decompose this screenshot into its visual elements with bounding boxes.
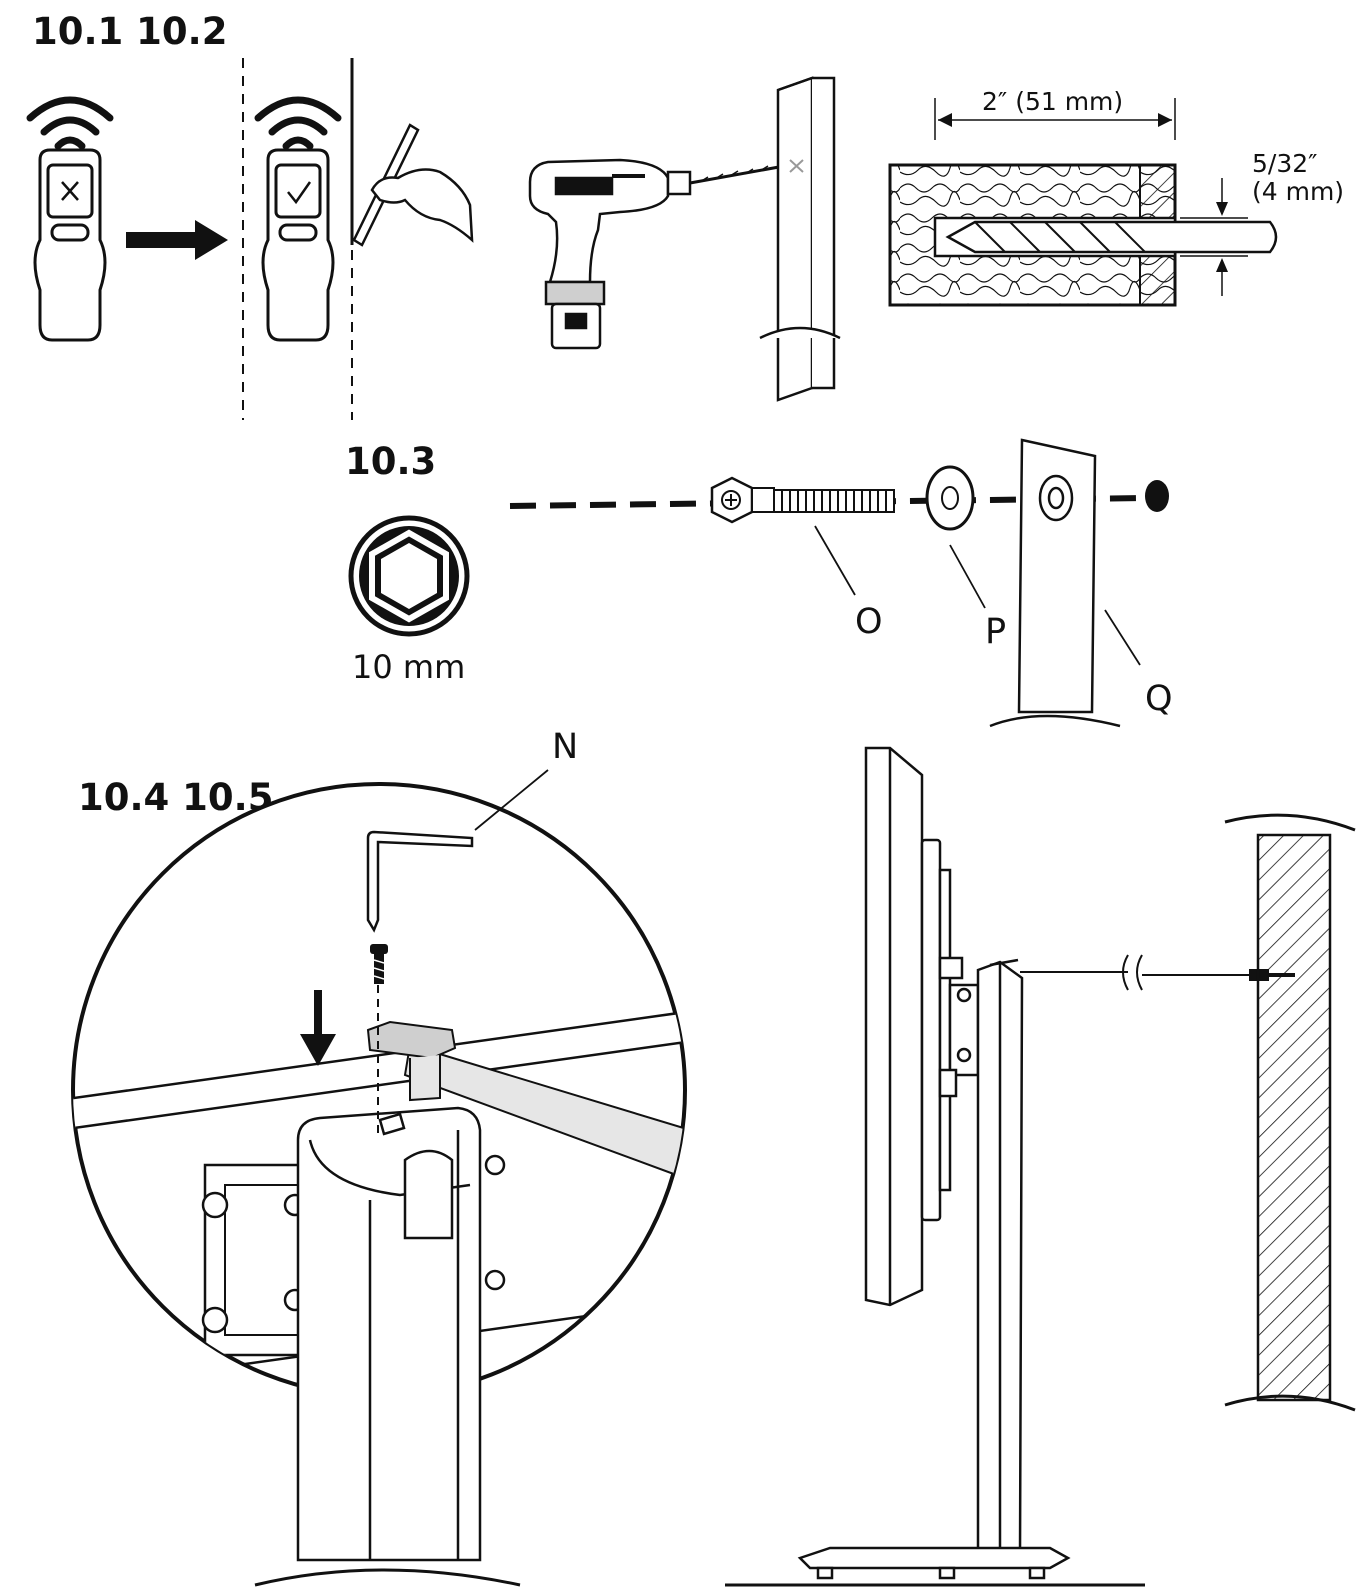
callout-bolt: O	[855, 602, 883, 642]
callout-strap: N	[552, 727, 578, 767]
dimension-depth: 2″ (51 mm)	[982, 87, 1123, 116]
stud-finder-icon	[26, 96, 114, 342]
stud-finder-icon	[254, 96, 342, 342]
pilot-hole	[1145, 480, 1169, 512]
callout-washer: P	[985, 612, 1006, 652]
step-label-10-3: 10.3	[345, 440, 436, 483]
step-label-10-4-10-5: 10.4 10.5	[78, 776, 273, 819]
hex-socket-icon	[348, 515, 470, 637]
stud-post	[759, 76, 841, 402]
step-label-10-1-10-2: 10.1 10.2	[32, 10, 227, 53]
safety-strap-line	[1020, 954, 1295, 991]
allen-key-icon	[366, 830, 474, 933]
wifi-signal-icon	[254, 96, 342, 150]
drill-icon	[528, 158, 791, 350]
leader-lines	[814, 525, 1141, 666]
socket-size-label: 10 mm	[352, 648, 465, 686]
callout-stud: Q	[1145, 679, 1173, 719]
dimension-bit-fraction: 5/32″	[1252, 149, 1317, 178]
arrow-right-icon	[126, 220, 228, 260]
wall-section	[1224, 813, 1356, 1412]
washer	[925, 465, 975, 531]
arrow-down-icon	[300, 990, 336, 1066]
strap-end	[409, 1055, 441, 1102]
screw-icon	[370, 944, 388, 984]
step-10-4-10-5: 10.4 10.5	[71, 727, 1356, 1587]
lag-bolt	[710, 476, 895, 524]
leader-line-strap	[474, 769, 549, 831]
wifi-signal-icon	[26, 96, 114, 150]
stand-post	[254, 1106, 521, 1587]
dimension-bit-metric: (4 mm)	[1252, 177, 1344, 206]
wood-cutaway: 2″ (51 mm) 5/32″ (4 mm)	[888, 87, 1344, 307]
tv-side-view	[725, 746, 1145, 1587]
step-10-3: 10.3 10 mm	[345, 438, 1173, 728]
pencil-hand-icon	[352, 123, 474, 247]
drill-bit-icon	[945, 220, 1278, 254]
step-10-1-10-2: 10.1 10.2	[26, 10, 1344, 420]
stud-board	[989, 438, 1121, 728]
strap-tab	[366, 1020, 457, 1060]
